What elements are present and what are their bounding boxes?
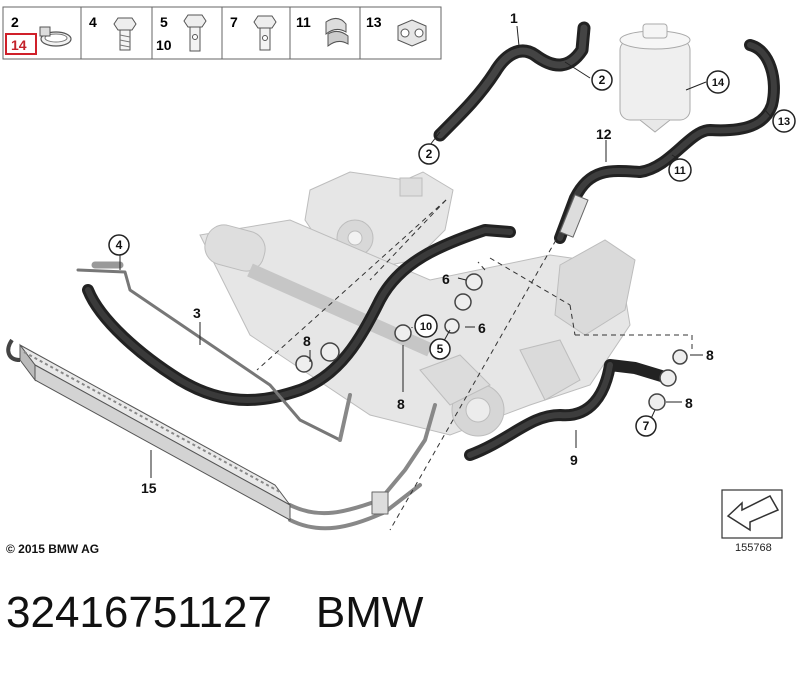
- callout-6: 6: [442, 271, 450, 287]
- callout-13: 13: [778, 116, 790, 128]
- callout-14: 14: [712, 77, 725, 89]
- legend-label: 7: [230, 14, 238, 30]
- fluid-reservoir: [619, 23, 691, 133]
- sealing-rings: [295, 273, 688, 411]
- bolt-icon: [113, 17, 137, 51]
- callout-1: 1: [510, 10, 518, 26]
- callout-8: 8: [397, 396, 405, 412]
- callout-8: 8: [303, 333, 311, 349]
- circled-callout-labels: 2 2 14 13 11 4 10 5 7: [116, 73, 790, 433]
- legend-label: 4: [89, 14, 97, 30]
- callout-4: 4: [116, 238, 123, 252]
- brand-name: BMW: [315, 588, 424, 637]
- callout-8: 8: [706, 347, 714, 363]
- callout-2: 2: [599, 73, 606, 87]
- solid-leaders: [119, 25, 773, 478]
- legend-label: 2: [11, 14, 19, 30]
- part-number-line: 32416751127 BMW: [6, 588, 423, 638]
- circled-callouts: [108, 69, 796, 437]
- dash-leaders: [256, 199, 693, 531]
- hollow-bolt-icon: [253, 15, 277, 51]
- legend-sub-label: 10: [156, 37, 172, 53]
- legend-label: 5: [160, 14, 168, 30]
- callout-15: 15: [141, 480, 157, 496]
- callout-2: 2: [426, 147, 433, 161]
- callout-8: 8: [685, 395, 693, 411]
- oil-cooler: [6, 338, 291, 521]
- callout-3: 3: [193, 305, 201, 321]
- callout-10: 10: [420, 321, 432, 333]
- highlight-box: [5, 33, 37, 55]
- parts-legend: 2 14 4 5 10 7: [2, 6, 442, 60]
- callout-9: 9: [570, 452, 578, 468]
- arrow-icon: [726, 495, 780, 532]
- part-number: 32416751127: [6, 588, 272, 637]
- hose-1: [433, 21, 591, 142]
- hose-lines: [76, 21, 780, 531]
- banjo-bolt-icon: [183, 14, 207, 52]
- legend-sub-label: 14: [11, 37, 27, 53]
- callout-7: 7: [643, 419, 650, 433]
- callout-6: 6: [478, 320, 486, 336]
- callout-labels: 1 12 3 6 6 8 8 8 8 9 15: [141, 10, 714, 496]
- copyright-text: © 2015 BMW AG: [6, 542, 100, 556]
- ghost-components: [199, 23, 691, 437]
- callout-12: 12: [596, 126, 612, 142]
- callout-11: 11: [674, 165, 686, 177]
- bracket-clip-icon: [397, 19, 427, 47]
- image-number: 155768: [735, 542, 772, 554]
- legend-label: 13: [366, 14, 382, 30]
- legend-label: 11: [296, 14, 311, 30]
- callout-5: 5: [437, 342, 444, 356]
- view-direction-box: [721, 489, 783, 539]
- hose-clamp-icon: [39, 26, 72, 47]
- pipe-clip-icon: [325, 18, 349, 48]
- cooler-return-lines: [288, 403, 437, 516]
